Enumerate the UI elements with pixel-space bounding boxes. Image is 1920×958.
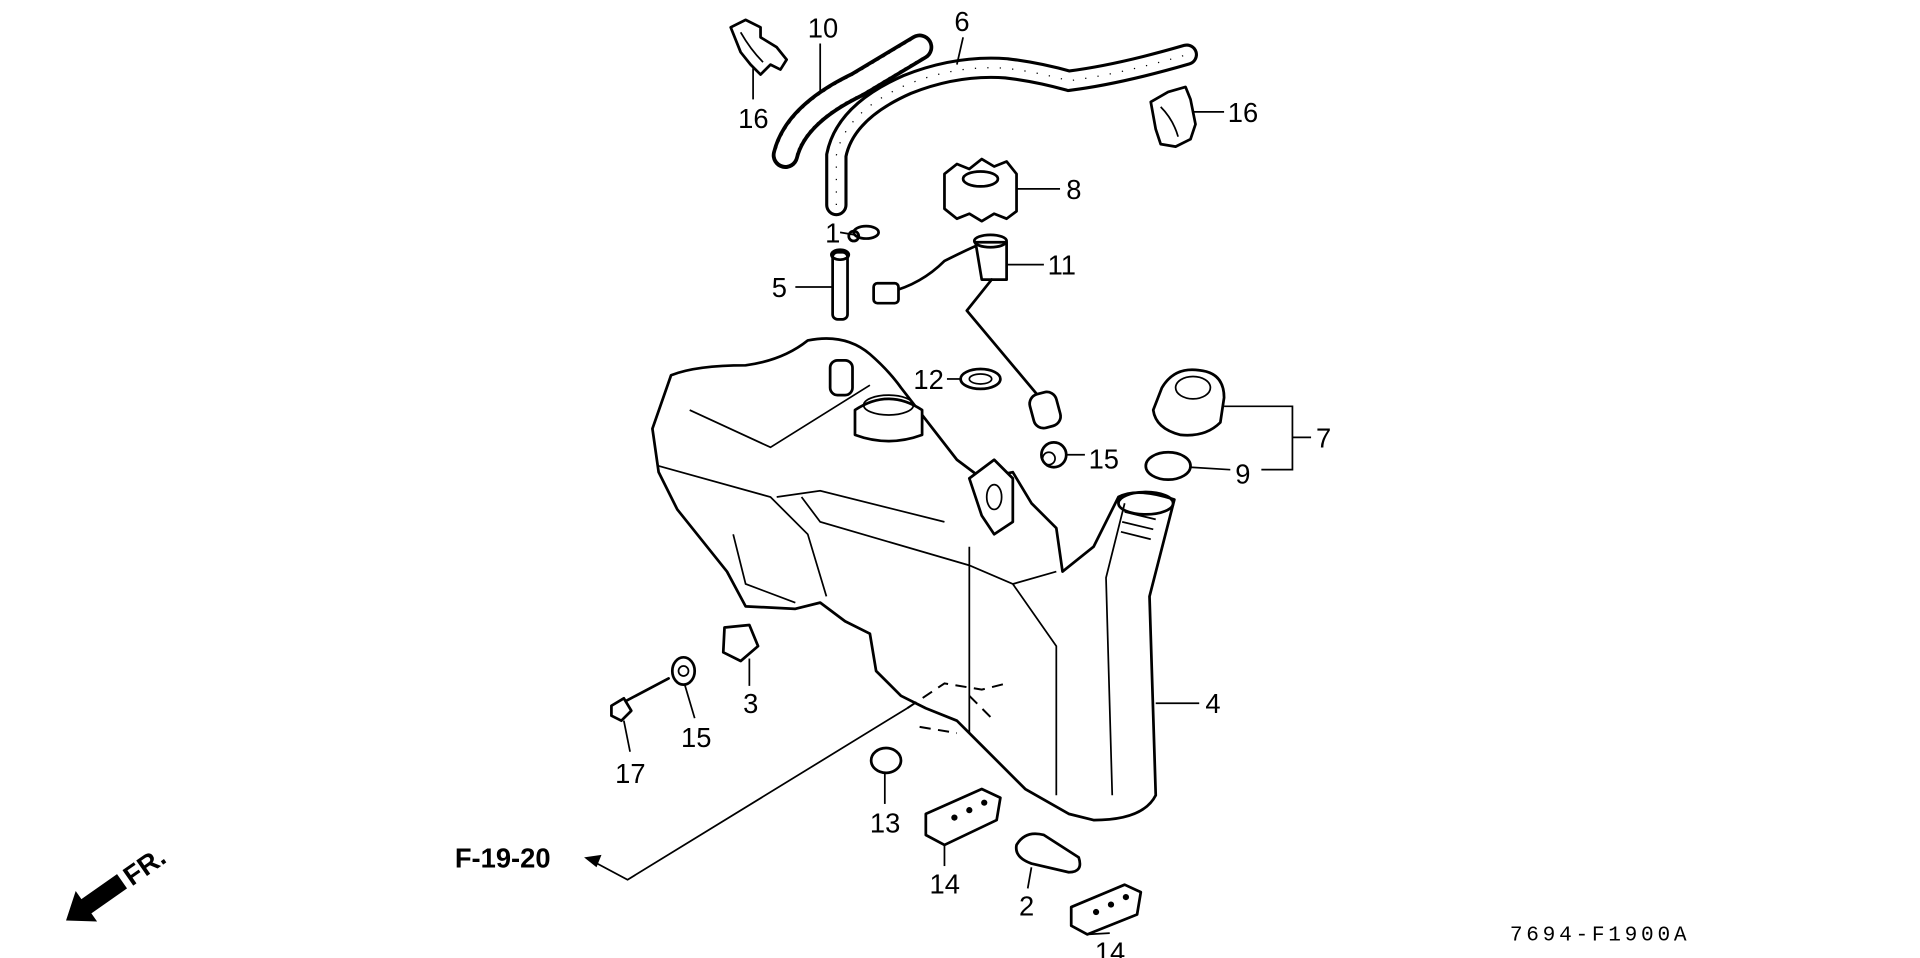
callout-3: 3	[743, 688, 758, 719]
part-4-fuel-tank	[651, 337, 1176, 822]
part-15-grommet-upper	[1040, 440, 1068, 469]
reference-arrow-icon	[584, 854, 602, 868]
part-10-corrugated-hose	[771, 33, 934, 169]
part-14-cushion-b	[1069, 883, 1143, 936]
part-13-grommet	[869, 746, 903, 775]
front-direction-indicator: FR.	[66, 841, 171, 922]
callout-13: 13	[870, 808, 900, 839]
callout-5: 5	[772, 272, 787, 303]
callout-9: 9	[1235, 458, 1250, 489]
front-label: FR.	[117, 841, 171, 892]
callout-11: 11	[1048, 250, 1076, 281]
callout-12: 12	[913, 364, 943, 395]
part-12-gasket	[959, 367, 1002, 391]
callout-8: 8	[1066, 174, 1081, 205]
mount-location-dashed	[906, 682, 1007, 735]
leader-lines	[589, 37, 1312, 936]
callout-15: 15	[1089, 443, 1119, 474]
part-14-cushion-a	[924, 787, 1002, 847]
callout-4: 4	[1205, 688, 1220, 719]
part-8-ring-nut	[943, 157, 1018, 223]
part-6-hose	[825, 43, 1198, 217]
part-11-fuel-gauge-unit	[872, 233, 1062, 430]
part-16-clip-left	[729, 18, 789, 76]
part-9-cap-seal	[1144, 450, 1192, 481]
callout-15: 15	[681, 722, 711, 753]
callout-1: 1	[825, 217, 840, 248]
part-16-clip-right	[1149, 85, 1197, 148]
callout-17: 17	[615, 758, 645, 789]
drawing-code: 7694-F1900A	[1510, 924, 1690, 948]
part-2-cushion	[1014, 832, 1082, 874]
part-7-filler-cap	[1151, 368, 1226, 437]
part-3-drain-bolt	[721, 623, 760, 663]
callout-6: 6	[954, 6, 969, 37]
part-17-bolt	[610, 677, 670, 723]
callout-7: 7	[1316, 422, 1331, 453]
callout-16: 16	[738, 103, 768, 134]
part-1-clamp	[847, 224, 880, 243]
part-5-pipe	[830, 248, 851, 321]
callout-16: 16	[1228, 97, 1258, 128]
callout-14: 14	[930, 868, 960, 899]
part-15-grommet-lower	[670, 655, 697, 687]
reference-label: F-19-20	[455, 842, 551, 873]
callout-2: 2	[1019, 891, 1034, 922]
callout-14: 14	[1095, 937, 1125, 958]
callout-10: 10	[808, 12, 838, 43]
front-direction-arrow-icon	[66, 874, 128, 922]
